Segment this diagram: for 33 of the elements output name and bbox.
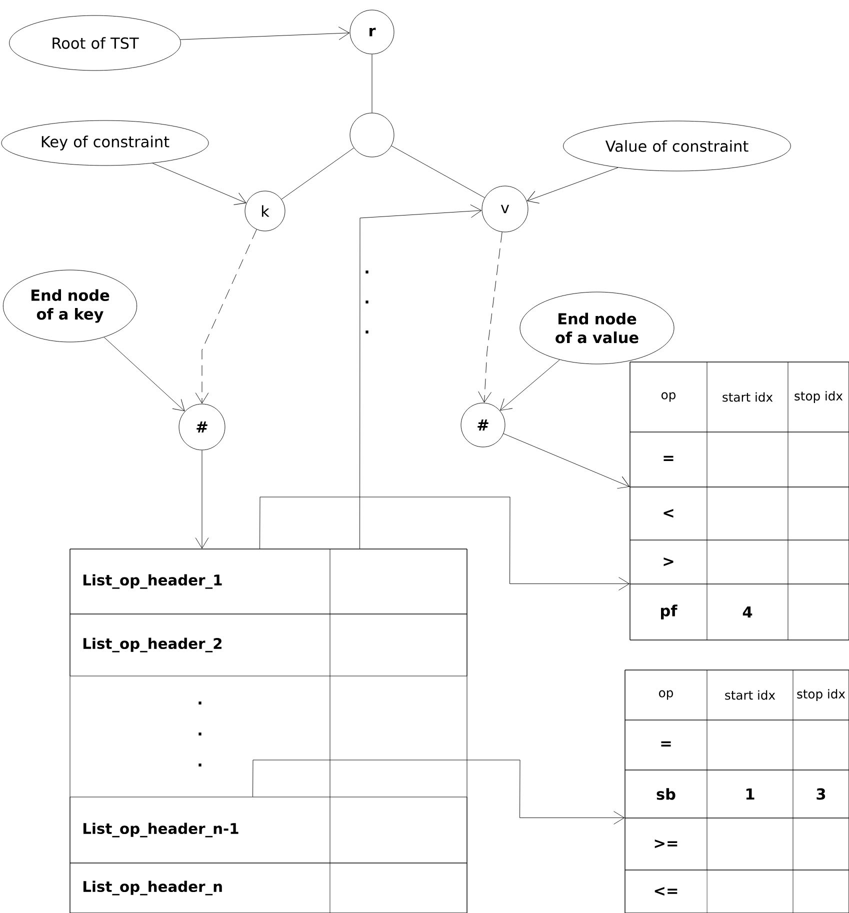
arrow: [503, 433, 630, 489]
table-row: =: [624, 720, 849, 770]
tree-node-circle: [350, 112, 394, 158]
table-row: List_op_header_2: [70, 614, 468, 676]
arrow: [152, 162, 246, 205]
table-row: >=: [624, 818, 849, 870]
dot: .: [366, 270, 368, 274]
table-row: List_op_header_n: [70, 862, 468, 913]
dot: .: [198, 732, 202, 736]
table-row: pf 4: [630, 584, 849, 640]
table-row: sb 1 3: [624, 770, 849, 818]
arrow: [195, 229, 257, 404]
table-row: List_op_header_1: [70, 548, 468, 614]
table-row: >: [630, 540, 849, 584]
table-row: <: [630, 486, 849, 540]
table-row: op start idx stop idx: [630, 362, 849, 432]
arrow: [360, 204, 482, 549]
dot: .: [198, 702, 202, 704]
arrow: [527, 167, 618, 204]
table-row: op start idx stop idx: [624, 670, 849, 720]
arrow: [252, 760, 625, 824]
arrow: [260, 496, 630, 590]
dot: .: [198, 764, 202, 766]
dot: .: [366, 330, 368, 334]
arrow: [104, 336, 185, 412]
arrow: [180, 26, 350, 40]
arrow: [195, 450, 209, 549]
table-row: <=: [624, 870, 849, 913]
dot: .: [366, 300, 368, 304]
arrow: [500, 360, 560, 411]
table-row: =: [630, 432, 849, 488]
table-row: List_op_header_n-1: [70, 796, 468, 864]
arrow: [478, 232, 502, 403]
